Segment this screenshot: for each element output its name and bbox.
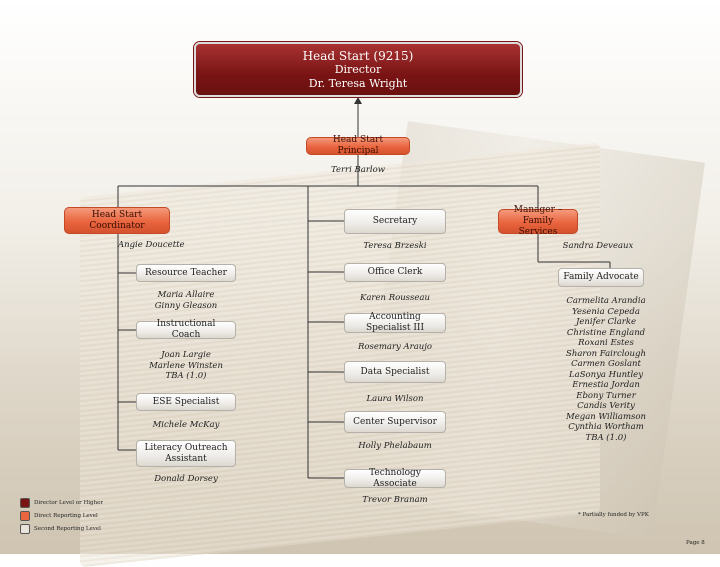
staff-name: Carmelita Arandia: [566, 296, 646, 306]
staff-name: Carmen Goslant: [571, 359, 641, 369]
secretary-name: Teresa Brzeski: [363, 241, 427, 251]
resource-teacher-title: Resource Teacher: [145, 267, 227, 278]
staff-name: Ginny Gleason: [154, 300, 218, 311]
accounting-specialist-name: Rosemary Araujo: [357, 342, 433, 352]
staff-name: Ernestia Jordan: [572, 380, 640, 390]
secretary-box: Secretary: [344, 209, 446, 234]
staff-name: TBA (1.0): [585, 432, 627, 443]
office-clerk-name: Karen Rousseau: [360, 293, 430, 303]
family-advocate-title: Family Advocate: [563, 272, 639, 282]
staff-name: Megan Williamson: [566, 411, 646, 422]
staff-name: Marlene Winsten: [149, 360, 223, 371]
page-number: Page 8: [686, 540, 705, 546]
principal-box: Head Start Principal: [306, 135, 410, 156]
secretary-title: Secretary: [372, 216, 418, 226]
staff-name: Joan Largie: [161, 350, 211, 360]
manager-box: Manager – Family Services: [498, 205, 578, 237]
accounting-specialist-title: Accounting Specialist III: [365, 312, 425, 333]
ese-specialist-names: Michele McKay: [136, 420, 236, 431]
coordinator-name: Angie Doucette: [118, 240, 185, 250]
staff-name: Yesenia Cepeda: [572, 306, 640, 317]
accounting-specialist-box: Accounting Specialist III: [344, 312, 446, 333]
literacy-outreach-title: Literacy Outreach Assistant: [144, 442, 228, 464]
family-advocate-box: Family Advocate: [558, 268, 644, 287]
staff-name: Candis Verity: [577, 401, 635, 411]
literacy-outreach-names: Donald Dorsey: [136, 474, 236, 485]
office-clerk-title: Office Clerk: [367, 267, 423, 277]
literacy-outreach-box: Literacy Outreach Assistant: [136, 440, 236, 467]
staff-name: Jenifer Clarke: [575, 317, 637, 327]
legend-swatch-direct: [20, 511, 30, 521]
instructional-coach-names: Joan Largie Marlene Winsten TBA (1.0): [136, 350, 236, 382]
legend-director: Director Level or Higher: [20, 498, 103, 508]
manager-title: Manager – Family Services: [513, 205, 563, 237]
center-supervisor-box: Center Supervisor: [344, 411, 446, 433]
director-name: Dr. Teresa Wright: [308, 76, 408, 90]
resource-teacher-names: Maria Allaire Ginny Gleason: [136, 290, 236, 311]
legend-second-label: Second Reporting Level: [34, 526, 101, 532]
resource-teacher-box: Resource Teacher: [136, 264, 236, 282]
staff-name: Donald Dorsey: [154, 474, 218, 484]
coordinator-title: Head Start Coordinator: [89, 209, 145, 231]
staff-name: Christine England: [566, 327, 646, 338]
staff-name: Roxani Estes: [578, 338, 634, 348]
data-specialist-name: Laura Wilson: [366, 394, 424, 404]
data-specialist-box: Data Specialist: [344, 361, 446, 383]
technology-associate-box: Technology Associate: [344, 467, 446, 489]
coordinator-box: Head Start Coordinator: [64, 207, 170, 234]
legend-swatch-director: [20, 498, 30, 508]
ese-specialist-box: ESE Specialist: [136, 393, 236, 411]
technology-associate-name: Trevor Branam: [362, 495, 428, 505]
office-clerk-box: Office Clerk: [344, 263, 446, 282]
staff-name: Maria Allaire: [157, 290, 215, 300]
staff-name: LaSonya Huntley: [568, 369, 644, 380]
legend-second: Second Reporting Level: [20, 524, 101, 534]
principal-title: Head Start Principal: [332, 135, 384, 156]
staff-name: Cynthia Wortham: [568, 422, 644, 432]
staff-name: Michele McKay: [152, 420, 220, 430]
staff-name: TBA (1.0): [165, 371, 207, 381]
staff-name: Sharon Fairclough: [566, 348, 646, 359]
instructional-coach-title: Instructional Coach: [156, 319, 216, 340]
data-specialist-title: Data Specialist: [360, 366, 430, 377]
footnote: * Partially funded by VPK: [578, 512, 649, 518]
center-supervisor-title: Center Supervisor: [353, 416, 437, 427]
legend-director-label: Director Level or Higher: [34, 500, 103, 506]
instructional-coach-box: Instructional Coach: [136, 319, 236, 340]
manager-name: Sandra Deveaux: [562, 241, 634, 251]
connector-lines: [117, 97, 611, 479]
technology-associate-title: Technology Associate: [369, 467, 421, 489]
director-role: Director: [334, 62, 382, 76]
legend-direct: Direct Reporting Level: [20, 511, 98, 521]
director-title: Head Start (9215): [302, 48, 414, 63]
principal-name: Terri Barlow: [330, 165, 386, 175]
legend-swatch-second: [20, 524, 30, 534]
director-box: Head Start (9215) Director Dr. Teresa Wr…: [194, 42, 522, 97]
staff-name: Ebony Turner: [576, 390, 636, 401]
ese-specialist-title: ESE Specialist: [152, 396, 220, 407]
legend-direct-label: Direct Reporting Level: [34, 513, 98, 519]
center-supervisor-name: Holly Phelabaum: [358, 441, 432, 451]
family-advocate-names: Carmelita Arandia Yesenia Cepeda Jenifer…: [556, 296, 656, 443]
